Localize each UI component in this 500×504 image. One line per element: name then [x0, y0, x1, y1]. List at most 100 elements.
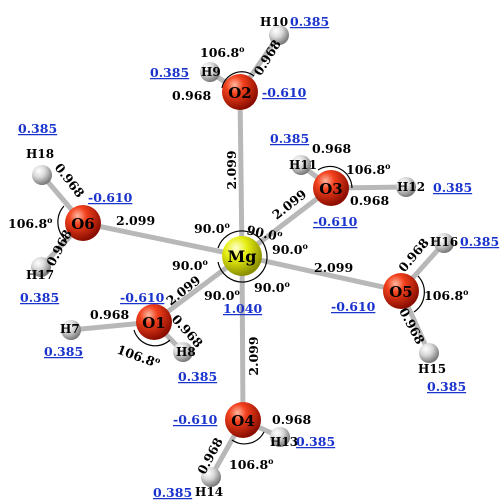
charge-h13: 0.385: [296, 434, 335, 449]
angle-arcs: [57, 71, 425, 445]
atom-h12: [396, 177, 416, 197]
hydrogen-labels: H7 H8 H9 H10 H11 H12 H13 H14 H15 H16 H17…: [26, 15, 458, 499]
atom-h17: [31, 257, 51, 277]
label-h9: H9: [201, 65, 221, 79]
angle-hoh-o2: 106.8o: [200, 44, 245, 60]
label-h7: H7: [60, 322, 80, 336]
atom-o3: [313, 170, 349, 206]
charge-h9: 0.385: [150, 65, 189, 80]
atom-h15: [419, 343, 439, 363]
charges: 1.040 -0.610 -0.610 -0.610 -0.610 -0.610…: [18, 14, 499, 500]
angle-mg-o1-o4: 90.0o: [204, 287, 240, 303]
label-mg: Mg: [228, 247, 257, 266]
charge-o1: -0.610: [120, 290, 165, 305]
angle-hoh-o6: 106.8o: [8, 215, 53, 231]
label-o5: O5: [389, 283, 413, 301]
atom-h11: [291, 155, 311, 175]
angle-arc-o6: [57, 205, 67, 241]
label-o1: O1: [142, 314, 166, 332]
charge-h14: 0.385: [153, 485, 192, 500]
len-o4-h13: 0.968: [272, 412, 311, 427]
atom-h8: [173, 342, 193, 362]
label-h8: H8: [176, 345, 196, 359]
atom-h10: [269, 25, 289, 45]
len-o2-h9: 0.968: [172, 88, 211, 103]
angle-mg-o6-o1: 90.0o: [172, 257, 208, 273]
angle-arc-o2: [221, 71, 255, 89]
atom-o5: [383, 273, 419, 309]
angle-mg-o2-o3: 90.0o: [245, 221, 284, 244]
len-o1-h7: 0.968: [90, 307, 129, 322]
charge-mg: 1.040: [223, 301, 262, 316]
label-o3: O3: [319, 180, 343, 198]
atom-h18: [32, 165, 52, 185]
angle-arc-o3: [317, 165, 353, 189]
label-h13: H13: [270, 435, 298, 449]
atom-o1: [136, 304, 172, 340]
atom-o4: [225, 402, 261, 438]
label-h11: H11: [289, 158, 317, 172]
len-o3-h12: 0.968: [350, 193, 389, 208]
label-h15: H15: [418, 362, 446, 376]
len-o2-h10: 0.968: [250, 37, 284, 78]
angle-hoh-o5: 106.8o: [424, 287, 469, 303]
charge-h7: 0.385: [44, 344, 83, 359]
atom-o6: [65, 205, 101, 241]
angle-arc-o5: [413, 275, 425, 313]
atom-h9: [200, 62, 220, 82]
len-mg-o4: 2.099: [246, 336, 261, 375]
label-h10: H10: [260, 15, 288, 29]
atom-o2: [222, 74, 258, 110]
angle-arc-o4: [231, 431, 265, 445]
charge-h8: 0.385: [178, 369, 217, 384]
angle-mg-o4-o5: 90.0o: [254, 279, 290, 295]
bond-mg-o5: [239, 253, 404, 294]
charge-o5: -0.610: [331, 299, 376, 314]
angle-hoh-o4: 106.8o: [229, 456, 274, 472]
len-mg-o2: 2.099: [224, 150, 239, 189]
len-o3-h11: 0.968: [312, 141, 351, 156]
charge-h12: 0.385: [433, 180, 472, 195]
label-o4: O4: [231, 412, 255, 430]
label-h17: H17: [26, 268, 54, 282]
len-mg-o5: 2.099: [314, 260, 353, 275]
angle-mg-o2-o6: 90.0o: [194, 220, 230, 236]
len-mg-o6: 2.099: [116, 213, 155, 228]
atom-h16: [434, 233, 454, 253]
label-h18: H18: [26, 147, 54, 161]
label-h16: H16: [430, 235, 458, 249]
charge-h11: 0.385: [270, 131, 309, 146]
charge-o2: -0.610: [262, 85, 307, 100]
charge-h10: 0.385: [290, 14, 329, 29]
atom-h7: [61, 320, 81, 340]
len-o6-h17: 0.968: [43, 227, 75, 269]
angle-arc-mg: [217, 230, 268, 283]
charge-o3: -0.610: [313, 214, 358, 229]
charge-h15: 0.385: [427, 379, 466, 394]
hydrogen-atoms: [31, 25, 454, 487]
oxygen-atoms: [65, 74, 419, 438]
label-h14: H14: [195, 485, 223, 499]
atom-h14: [201, 467, 221, 487]
charge-o4: -0.610: [173, 412, 218, 427]
len-o5-h15: 0.968: [396, 305, 428, 347]
atom-h13: [270, 427, 290, 447]
bond-mg-o6: [80, 220, 245, 259]
label-o2: O2: [228, 84, 252, 102]
charge-h16: 0.385: [460, 234, 499, 249]
len-o5-h16: 0.968: [395, 235, 432, 275]
label-h12: H12: [397, 180, 425, 194]
bond-mg-o4: [239, 253, 246, 423]
bond-mg-o2: [237, 89, 245, 259]
charge-h18: 0.385: [18, 121, 57, 136]
charge-o6: -0.610: [88, 190, 133, 205]
atom-labels: Mg O1 O2 O3 O4 O5 O6: [71, 84, 413, 430]
angle-hoh-o3: 106.8o: [346, 161, 391, 177]
charge-h17: 0.385: [20, 290, 59, 305]
angle-arc-o1: [133, 329, 171, 347]
angle-mg-o3-o5: 90.0o: [272, 241, 308, 257]
atom-mg: [222, 236, 262, 276]
label-o6: O6: [71, 215, 95, 233]
